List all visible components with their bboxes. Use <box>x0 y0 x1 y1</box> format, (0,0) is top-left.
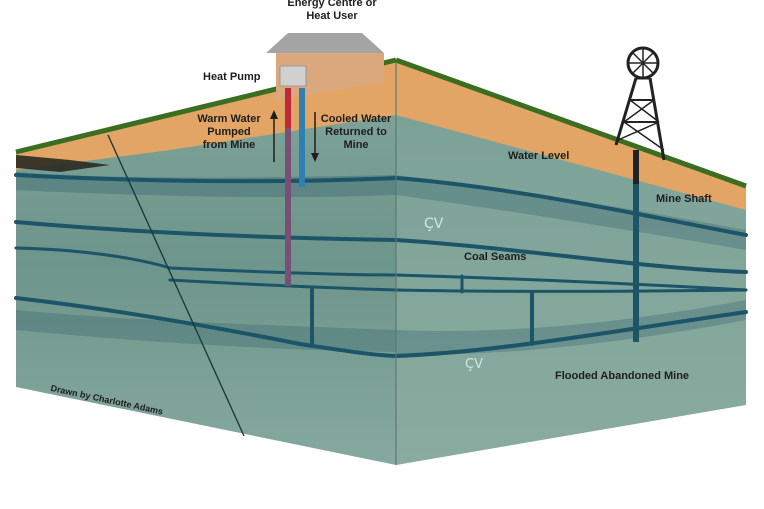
warm-water-line2: Pumped <box>207 126 251 138</box>
coal-seams <box>14 173 748 358</box>
warm-water-line1: Warm Water <box>197 113 261 125</box>
grass-side <box>395 57 747 189</box>
cooled-water-line3: Mine <box>343 139 369 151</box>
haze-band <box>16 310 396 352</box>
flooded-mine-label: Flooded Abandoned Mine <box>555 370 690 382</box>
warm-water-line3: from Mine <box>202 139 256 151</box>
cooled-water-line1: Cooled Water <box>320 113 392 125</box>
water-icon: ÇV <box>424 216 444 232</box>
coal-seams-label: Coal Seams <box>464 251 527 263</box>
heat-pump-label: Heat Pump <box>203 71 261 83</box>
soil-layer-side <box>396 60 746 210</box>
cooled-water-line2: Returned to <box>325 126 387 138</box>
down-arrow-icon <box>311 112 319 162</box>
energy-centre-label: Energy Centre or Heat User <box>262 0 402 23</box>
haze-band <box>396 300 746 356</box>
dark-rock-band <box>16 155 110 172</box>
fault-line <box>107 134 245 437</box>
water-icon: ÇV <box>465 357 483 372</box>
warm-water-label: Warm Water Pumped from Mine <box>190 113 268 152</box>
haze-band <box>396 175 746 250</box>
mine-shaft-label: Mine Shaft <box>656 193 712 205</box>
cooled-water-label: Cooled Water Returned to Mine <box>315 113 397 152</box>
energy-centre-line1: Energy Centre or <box>287 0 377 9</box>
water-level-label: Water Level <box>508 150 570 162</box>
energy-centre-line2: Heat User <box>306 10 358 22</box>
headframe-icon <box>614 46 666 161</box>
pipes <box>285 88 305 286</box>
up-arrow-icon <box>270 110 278 162</box>
